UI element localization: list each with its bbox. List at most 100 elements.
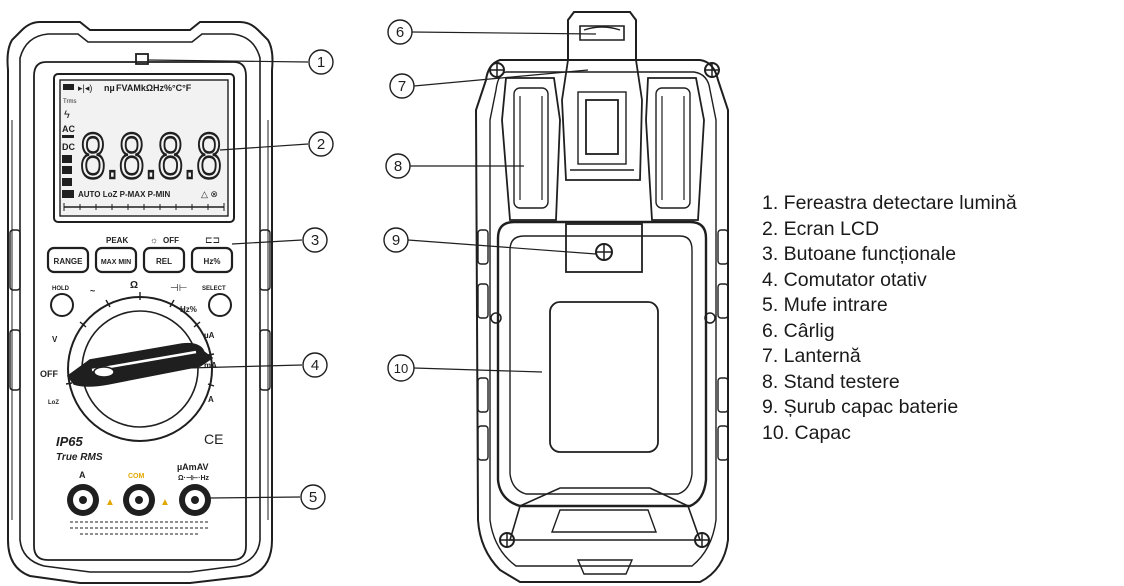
battery-screw-block	[565, 223, 643, 273]
callout-10-circle	[387, 354, 415, 382]
test-lead-stand-left	[501, 77, 561, 221]
callout-7-circle	[389, 73, 415, 99]
rel-button[interactable]: REL	[142, 246, 186, 274]
range-button[interactable]: RANGE	[46, 246, 90, 274]
lcd-lightning-icon: ϟ	[64, 109, 70, 121]
jack-com[interactable]	[123, 484, 155, 516]
callout-9: 9	[392, 232, 400, 249]
warning-triangle-icon: ▲	[105, 497, 115, 508]
rel-button-label: REL	[156, 257, 172, 266]
dial-off: OFF	[40, 369, 58, 379]
jack-rating-lines	[70, 521, 210, 535]
battery-icon	[63, 84, 74, 90]
label-hold: HOLD	[52, 286, 70, 292]
jack-v[interactable]	[179, 484, 211, 516]
dial-cap-icon: ⊣⊢	[170, 283, 187, 294]
maxmin-button-label: MAX MIN	[101, 259, 131, 266]
label-ip65: IP65	[56, 434, 84, 449]
legend-item-5: 5. Mufe intrare	[762, 294, 888, 316]
callout-3-circle	[302, 227, 328, 253]
callout-2-circle	[308, 131, 334, 157]
leader-lines	[147, 31, 597, 499]
range-button-label: RANGE	[54, 257, 84, 266]
dial-hz: Hz%	[180, 305, 197, 314]
battery-cover-label-area	[549, 301, 659, 453]
front-lower-labels: IP65 True RMS CE A COM µAmAV Ω·⊣⊢·Hz	[56, 431, 223, 482]
multimeter-front	[6, 21, 274, 584]
hz-button[interactable]: Hz%	[190, 246, 234, 274]
battery-cover	[496, 220, 708, 508]
legend-item-10: 10. Capac	[762, 421, 851, 444]
callouts	[147, 19, 597, 510]
input-jacks: ▲ ▲	[67, 484, 211, 535]
hz-button-label: Hz%	[204, 257, 221, 266]
flashlight-housing	[561, 59, 643, 181]
corner-screw	[704, 62, 720, 78]
callout-6-circle	[387, 19, 413, 45]
lcd-dc: DC	[62, 142, 75, 152]
back-holster	[474, 59, 729, 583]
side-screw	[490, 312, 502, 324]
callout-10: 10	[394, 361, 408, 376]
callout-9-circle	[383, 227, 409, 253]
maxmin-button[interactable]: MAX MIN	[94, 246, 138, 274]
rotary-switch[interactable]: Ω Hz% ⊣⊢ ~ µA mA A V OFF LoZ	[40, 280, 217, 442]
legend-item-8: 8. Stand testere	[762, 370, 900, 393]
callout-5-circle	[300, 484, 326, 510]
label-true-rms: True RMS	[56, 452, 103, 463]
hold-button[interactable]	[50, 293, 74, 317]
label-peak: PEAK	[106, 236, 128, 245]
lcd-trms: Trms	[63, 99, 76, 105]
select-button[interactable]	[208, 293, 232, 317]
front-holster-inner	[19, 33, 261, 573]
dial-ma: mA	[204, 361, 217, 370]
warning-triangle-icon: ▲	[160, 497, 170, 508]
lcd-bezel	[53, 73, 235, 223]
dial-loz: LoZ	[48, 400, 59, 406]
label-off: OFF	[163, 236, 179, 245]
callout-1: 1	[317, 54, 325, 71]
callout-1-circle	[308, 49, 334, 75]
callout-numbers: 1 2 3 4 5 6 7 8 9 10	[309, 24, 408, 506]
lcd-bottom-text: AUTO LoZ P-MAX P-MIN	[78, 190, 171, 199]
label-jack-right: µAmAV	[177, 462, 209, 472]
label-ce: CE	[204, 431, 223, 447]
front-holster	[6, 21, 274, 584]
label-jack-a: A	[79, 470, 86, 480]
jack-a[interactable]	[67, 484, 99, 516]
battery-cover-screw	[595, 243, 613, 261]
callout-6: 6	[396, 24, 404, 41]
lcd-diode-symbol: ▸|◂)	[78, 83, 92, 93]
lcd-mu-symbols: nµ	[104, 83, 115, 93]
hanging-hook	[567, 11, 637, 61]
legend-item-6: 6. Cârlig	[762, 319, 835, 342]
lcd-warning-icon: △ ⊗	[201, 189, 218, 199]
label-jack-com: COM	[128, 473, 145, 480]
parts-legend: 1. Fereastra detectare lumină 2. Ecran L…	[762, 191, 1122, 446]
lcd-contents: ▸|◂) nµ FVAMkΩHz%°C°F Trms ϟ AC DC 8.8.8…	[62, 83, 225, 211]
callout-3: 3	[311, 232, 319, 249]
back-bottom-bumper	[508, 487, 702, 541]
callout-5: 5	[309, 489, 317, 506]
light-sensor-window	[135, 53, 149, 65]
flashlight-lens	[585, 99, 619, 155]
label-jack-right-2: Ω·⊣⊢·Hz	[178, 474, 210, 482]
callout-4: 4	[311, 357, 319, 374]
lcd-ac: AC	[62, 124, 75, 134]
lcd-screen	[59, 79, 229, 217]
lcd-digits: 8.8.8.8	[80, 120, 222, 192]
backlight-icon: ⊏⊐	[205, 235, 220, 245]
front-faceplate	[33, 61, 247, 561]
callout-8-circle	[385, 153, 411, 179]
callout-8: 8	[394, 158, 402, 175]
rotary-knob	[66, 342, 214, 387]
callout-2: 2	[317, 136, 325, 153]
legend-item-3: 3. Butoane funcționale	[762, 243, 957, 265]
flashlight-icon: ☼	[150, 235, 158, 245]
legend-item-4: 4. Comutator otativ	[762, 268, 927, 291]
corner-screw	[489, 62, 505, 78]
dial-v-ac: ~	[90, 286, 95, 296]
lcd-unit-symbols: FVAMkΩHz%°C°F	[116, 83, 192, 93]
legend-item-9: 9. Șurub capac baterie	[762, 396, 959, 418]
